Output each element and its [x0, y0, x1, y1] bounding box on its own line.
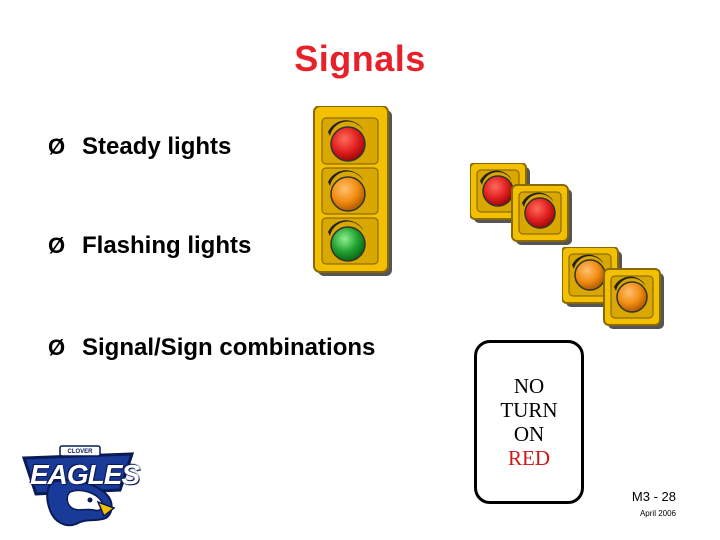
- no-turn-on-red-sign: NO TURN ON RED: [474, 340, 584, 504]
- bullet-text: Signal/Sign combinations: [82, 334, 376, 361]
- slide-date: April 2006: [639, 509, 676, 518]
- bullet-arrow-icon: Ø: [48, 233, 66, 258]
- bullet-flashing-lights: Ø Flashing lights: [48, 232, 251, 260]
- logo-word: EAGLES: [30, 459, 140, 490]
- bullet-steady-lights: Ø Steady lights: [48, 133, 231, 161]
- bullet-text: Flashing lights: [82, 232, 252, 259]
- bullet-signal-sign-combinations: Ø Signal/Sign combinations: [48, 334, 375, 362]
- eagle-logo-icon: [21, 445, 135, 527]
- bullet-arrow-icon: Ø: [48, 335, 66, 360]
- bullet-arrow-icon: Ø: [48, 134, 66, 159]
- flashing-amber-signal-icon: [562, 247, 664, 329]
- bullet-text: Steady lights: [82, 133, 232, 160]
- sign-line: NO: [513, 374, 545, 398]
- flashing-red-signal-icon: [470, 163, 572, 245]
- logo-small-text: CLOVER: [67, 449, 93, 455]
- slide-number: M3 - 28: [631, 489, 676, 504]
- sign-line: TURN: [500, 398, 558, 422]
- sign-line: ON: [513, 422, 545, 446]
- clover-eagles-logo: CLOVER EAGLES: [16, 438, 140, 530]
- slide-title: Signals: [294, 38, 426, 79]
- sign-line-red: RED: [508, 446, 550, 470]
- traffic-signal-icon: [313, 106, 392, 276]
